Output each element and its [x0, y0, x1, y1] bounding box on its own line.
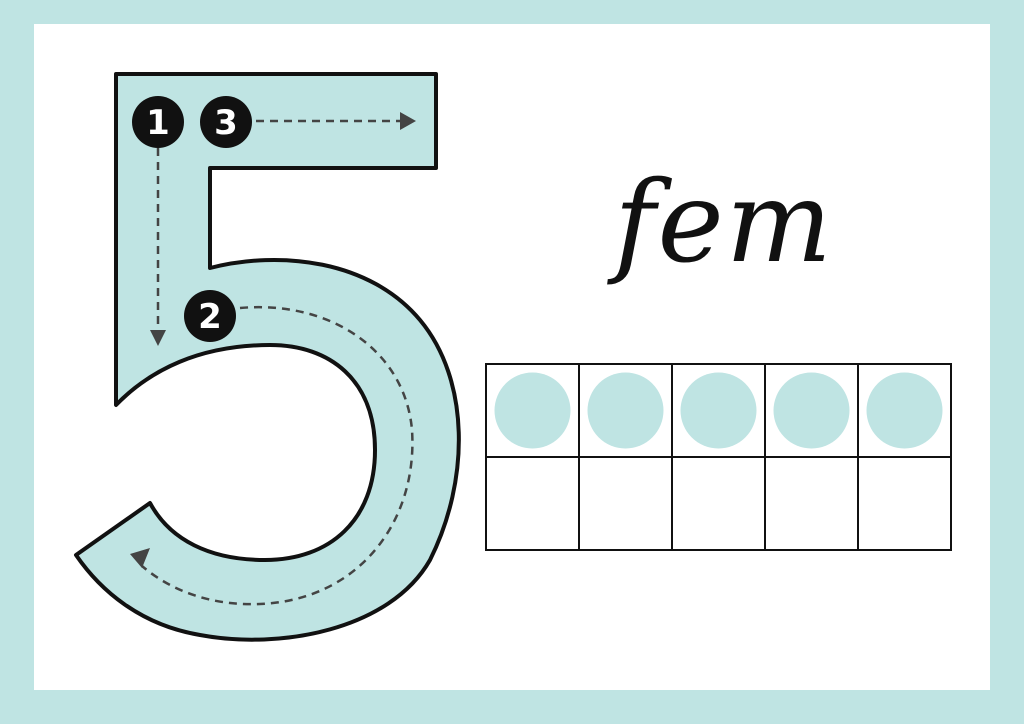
- arrow-icon: [400, 112, 416, 130]
- ten-frame-counter: [773, 372, 850, 449]
- ten-frame-cell: [485, 456, 580, 551]
- ten-frame-cell: [671, 456, 766, 551]
- guide-arrows: [130, 112, 416, 568]
- step-number-2: 2: [198, 297, 222, 337]
- arrow-icon: [150, 330, 166, 346]
- ten-frame-counter: [587, 372, 664, 449]
- ten-frame-counter: [866, 372, 943, 449]
- step-number-1: 1: [146, 103, 170, 143]
- step-badge-1: 1: [132, 96, 184, 148]
- step-badge-2: 2: [184, 290, 236, 342]
- ten-frame: [485, 363, 952, 551]
- guide-line-2: [141, 305, 414, 606]
- ten-frame-cell: [578, 456, 673, 551]
- step-number-3: 3: [214, 103, 238, 143]
- tracing-guides: [141, 119, 414, 606]
- step-badge-3: 3: [200, 96, 252, 148]
- ten-frame-counter: [494, 372, 571, 449]
- ten-frame-cell: [764, 456, 859, 551]
- number-word: fem: [614, 158, 834, 288]
- digit-five-shape: [74, 72, 461, 642]
- ten-frame-cell: [857, 456, 952, 551]
- ten-frame-counter: [680, 372, 757, 449]
- arrow-icon: [130, 548, 150, 568]
